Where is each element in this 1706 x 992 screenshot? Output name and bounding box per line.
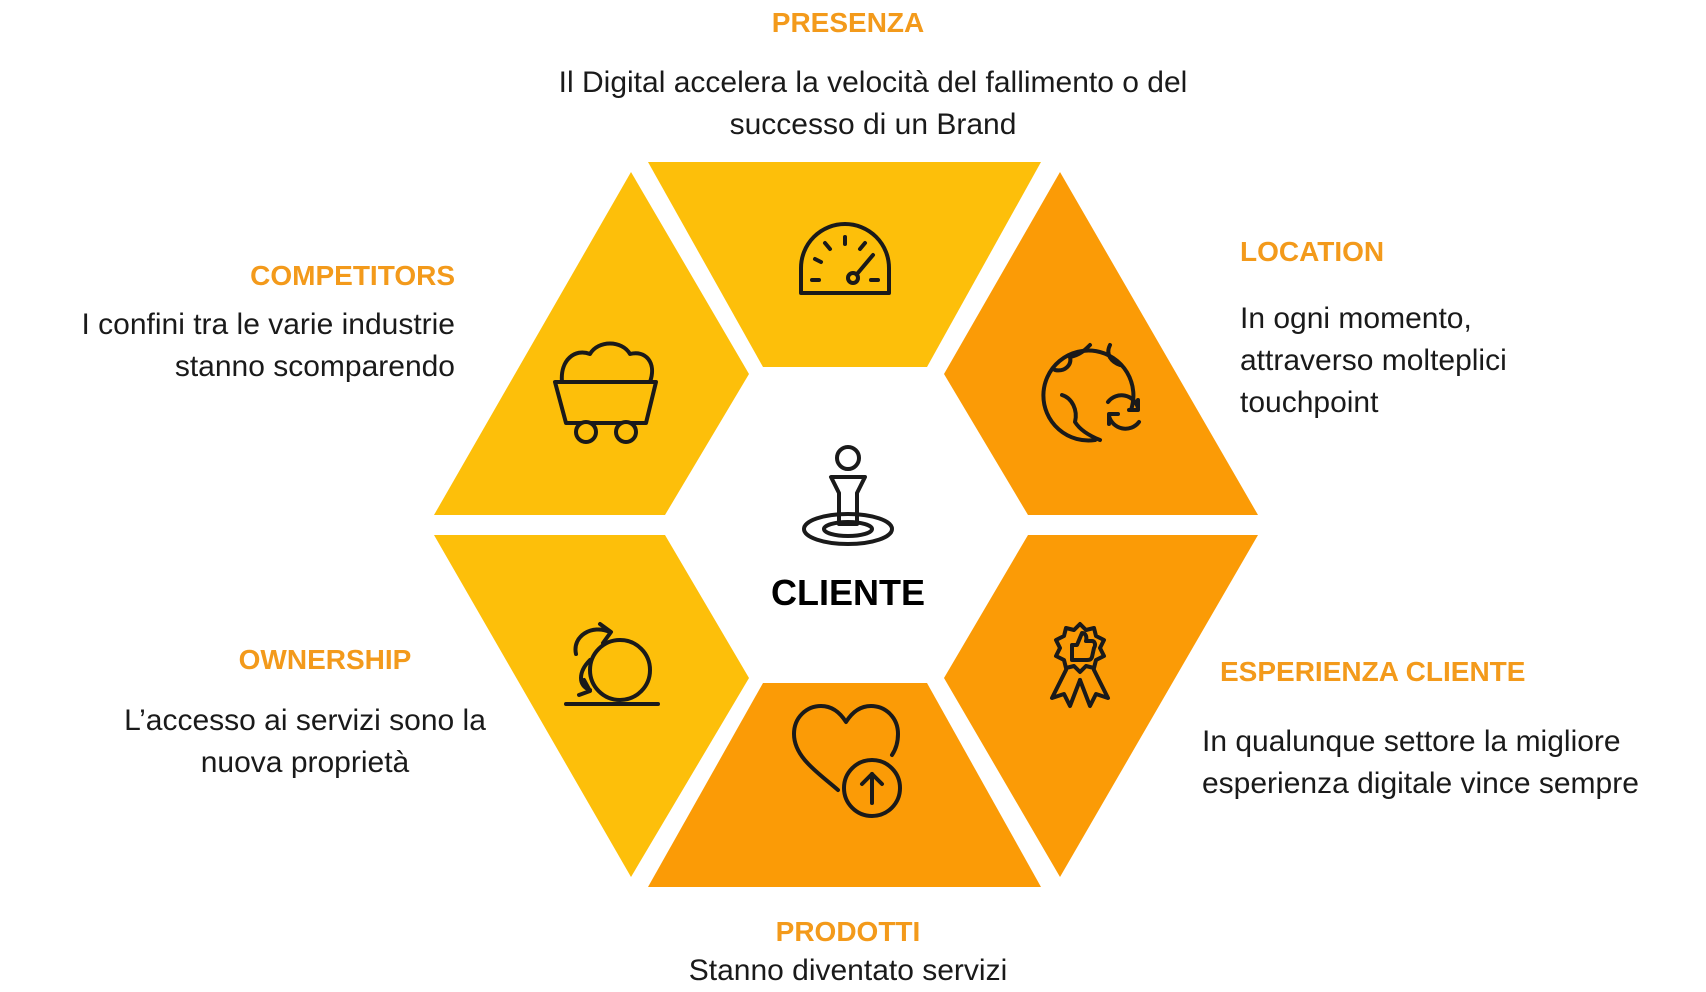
speedometer-icon xyxy=(799,222,891,295)
center-label: CLIENTE xyxy=(770,572,925,613)
location-title: LOCATION xyxy=(1240,236,1385,267)
presenza-title: PRESENZA xyxy=(771,7,925,38)
location-text: In ogni momento, attraverso molteplici t… xyxy=(1240,302,1507,419)
esperienza-title: ESPERIENZA CLIENTE xyxy=(1220,656,1526,687)
esperienza-text: In qualunque settore la migliore esperie… xyxy=(1202,725,1639,800)
competitors-text: I confini tra le varie industrie stanno … xyxy=(81,308,455,383)
ownership-text: L’accesso ai servizi sono la nuova propr… xyxy=(124,704,486,779)
person-location-icon xyxy=(802,445,894,546)
competitors-title: COMPETITORS xyxy=(250,260,455,291)
segment-location xyxy=(944,172,1258,515)
globe-refresh-icon xyxy=(1041,343,1141,443)
segment-competitors xyxy=(434,172,749,515)
segment-esperienza-cliente xyxy=(944,535,1258,877)
segment-presenza xyxy=(648,162,1041,367)
heart-arrow-up-icon xyxy=(792,704,902,818)
ownership-title: OWNERSHIP xyxy=(238,644,412,675)
mine-cart-icon xyxy=(553,341,658,444)
award-thumbs-up-icon xyxy=(1050,622,1110,708)
prodotti-text: Stanno diventato servizi xyxy=(688,954,1008,987)
prodotti-title: PRODOTTI xyxy=(775,916,921,947)
presenza-text: Il Digital accelera la velocità del fall… xyxy=(558,66,1188,141)
rolling-cycle-icon xyxy=(564,622,660,706)
